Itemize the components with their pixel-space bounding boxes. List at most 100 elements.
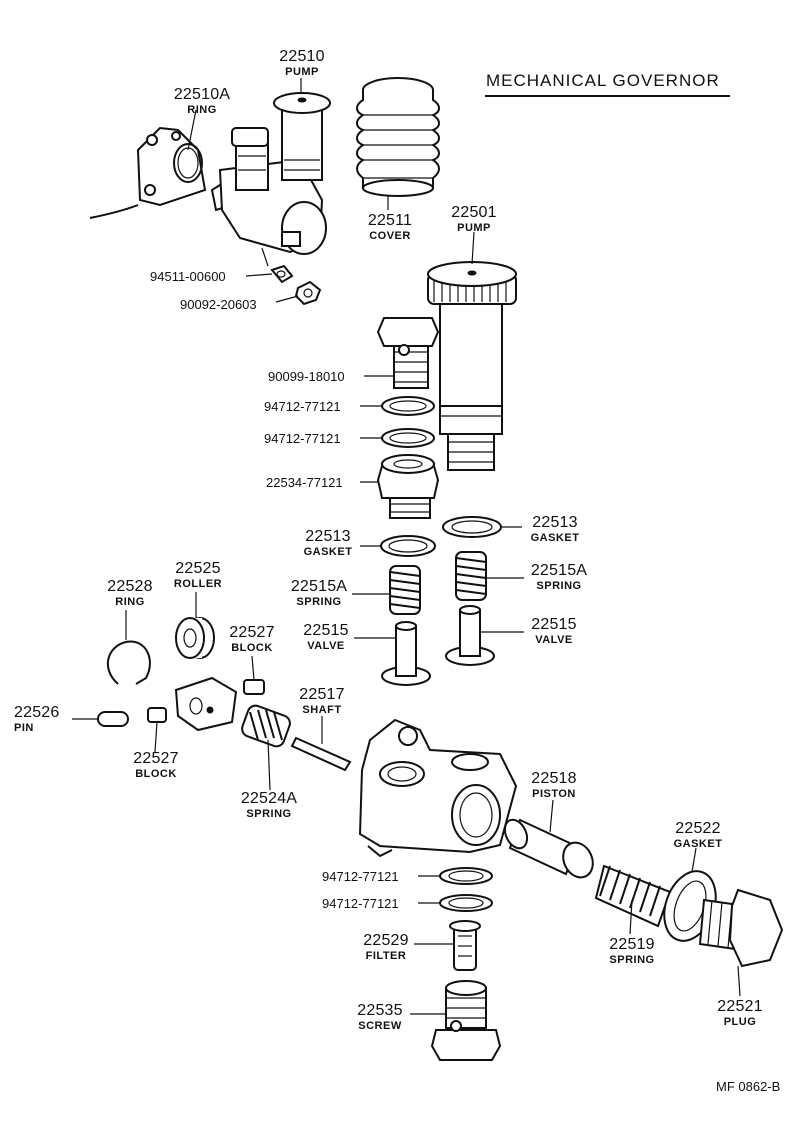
part-label: 22522 GASKET [662, 820, 734, 850]
part-number: 22524A [240, 790, 298, 807]
part-name: SCREW [358, 1020, 402, 1032]
part-name: PISTON [532, 788, 576, 800]
part-number: 22513 [305, 528, 351, 545]
pin-22526 [97, 711, 129, 727]
spring-22515A-right [455, 551, 487, 601]
part-label: 22515 VALVE [522, 616, 586, 646]
filter-22529 [449, 920, 481, 971]
block-22527-lower [147, 707, 167, 723]
part-number: 94712-77121 [264, 431, 341, 446]
screw-22535 [430, 980, 502, 1061]
part-name: GASKET [530, 532, 580, 544]
washer-94712-77121-b [381, 428, 435, 448]
part-number: 22515 [531, 616, 577, 633]
part-number: 22510 [279, 48, 325, 65]
part-number: 94511-00600 [150, 269, 226, 284]
part-label: 22519 SPRING [600, 936, 664, 966]
part-label: 22513 GASKET [296, 528, 360, 558]
figure-code: MF 0862-B [716, 1079, 781, 1094]
roller-22525 [175, 617, 215, 659]
part-name: GASKET [673, 838, 723, 850]
part-label: 22511 COVER [358, 212, 422, 242]
part-number: 90099-18010 [268, 369, 345, 384]
union-22534-77121 [376, 454, 440, 519]
part-label: 22521 PLUG [708, 998, 772, 1028]
part-name: BLOCK [231, 642, 273, 654]
pump-22501 [427, 261, 517, 471]
part-label: 22510 PUMP [270, 48, 334, 78]
part-number: 22525 [175, 560, 221, 577]
part-number: 22501 [451, 204, 497, 221]
nut-90092-20603 [294, 280, 322, 306]
part-number: 22521 [717, 998, 763, 1015]
part-name: FILTER [365, 950, 407, 962]
valve-22515-left [381, 621, 431, 686]
part-label: 22528 RING [98, 578, 162, 608]
valve-22515-right [445, 605, 495, 666]
washer-94712-77121-c [439, 867, 493, 885]
lever-body [174, 676, 238, 732]
cover-22511 [356, 77, 440, 197]
part-label: 22517 SHAFT [290, 686, 354, 716]
part-number: 22513 [532, 514, 578, 531]
washer-94511-00600 [270, 264, 294, 284]
gasket-22513-left [380, 535, 436, 557]
part-label: 22515A SPRING [284, 578, 354, 608]
pump-assembly-22510 [89, 92, 331, 267]
ring-22528 [107, 640, 151, 685]
part-label: 22527 BLOCK [124, 750, 188, 780]
part-number: 22510A [173, 86, 231, 103]
part-label: 22535 SCREW [348, 1002, 412, 1032]
gasket-22513-right [442, 516, 502, 538]
part-label: 22515 VALVE [294, 622, 358, 652]
part-label: 22515A SPRING [524, 562, 594, 592]
part-number: 22528 [107, 578, 153, 595]
part-number: 22526 [14, 704, 60, 721]
part-number: 22518 [531, 770, 577, 787]
leader-lines [72, 78, 741, 1015]
washer-94712-77121-a [381, 396, 435, 416]
part-number: 22517 [299, 686, 345, 703]
part-name: PIN [14, 722, 34, 734]
diagram-title: MECHANICAL GOVERNOR [486, 71, 720, 90]
part-name: PUMP [285, 66, 319, 78]
part-name: SPRING [536, 580, 582, 592]
part-label: 22526 PIN [14, 704, 74, 734]
part-name: VALVE [307, 640, 345, 652]
part-name: GASKET [303, 546, 353, 558]
part-name: PUMP [457, 222, 491, 234]
part-label: 22513 GASKET [522, 514, 588, 544]
part-label: 22527 BLOCK [220, 624, 284, 654]
plug-22521 [698, 888, 784, 968]
part-number: 22522 [675, 820, 721, 837]
part-number: 94712-77121 [322, 869, 399, 884]
part-number: 90092-20603 [180, 297, 257, 312]
part-number: 22534-77121 [266, 475, 343, 490]
part-name: RING [187, 104, 217, 116]
part-name: PLUG [723, 1016, 757, 1028]
part-name: ROLLER [173, 578, 223, 590]
part-label: 22518 PISTON [522, 770, 586, 800]
part-label: 22525 ROLLER [166, 560, 230, 590]
part-name: RING [115, 596, 145, 608]
shaft-22517 [290, 736, 352, 772]
spring-22519 [594, 864, 672, 928]
part-label: 22510A RING [164, 86, 240, 116]
part-name: SPRING [296, 596, 342, 608]
part-number: 94712-77121 [322, 896, 399, 911]
part-number: 22511 [367, 212, 413, 229]
part-name: SPRING [246, 808, 292, 820]
banjo-bolt-90099-18010 [376, 317, 440, 389]
spring-22524A [241, 704, 291, 748]
part-number: 22535 [357, 1002, 403, 1019]
washer-94712-77121-d [439, 894, 493, 912]
part-name: BLOCK [135, 768, 177, 780]
block-22527-upper [243, 679, 265, 695]
part-label: 22501 PUMP [442, 204, 506, 234]
part-label: 22529 FILTER [354, 932, 418, 962]
part-number: 22515A [530, 562, 588, 579]
piston-22518 [503, 818, 594, 879]
spring-22515A-left [389, 565, 421, 615]
